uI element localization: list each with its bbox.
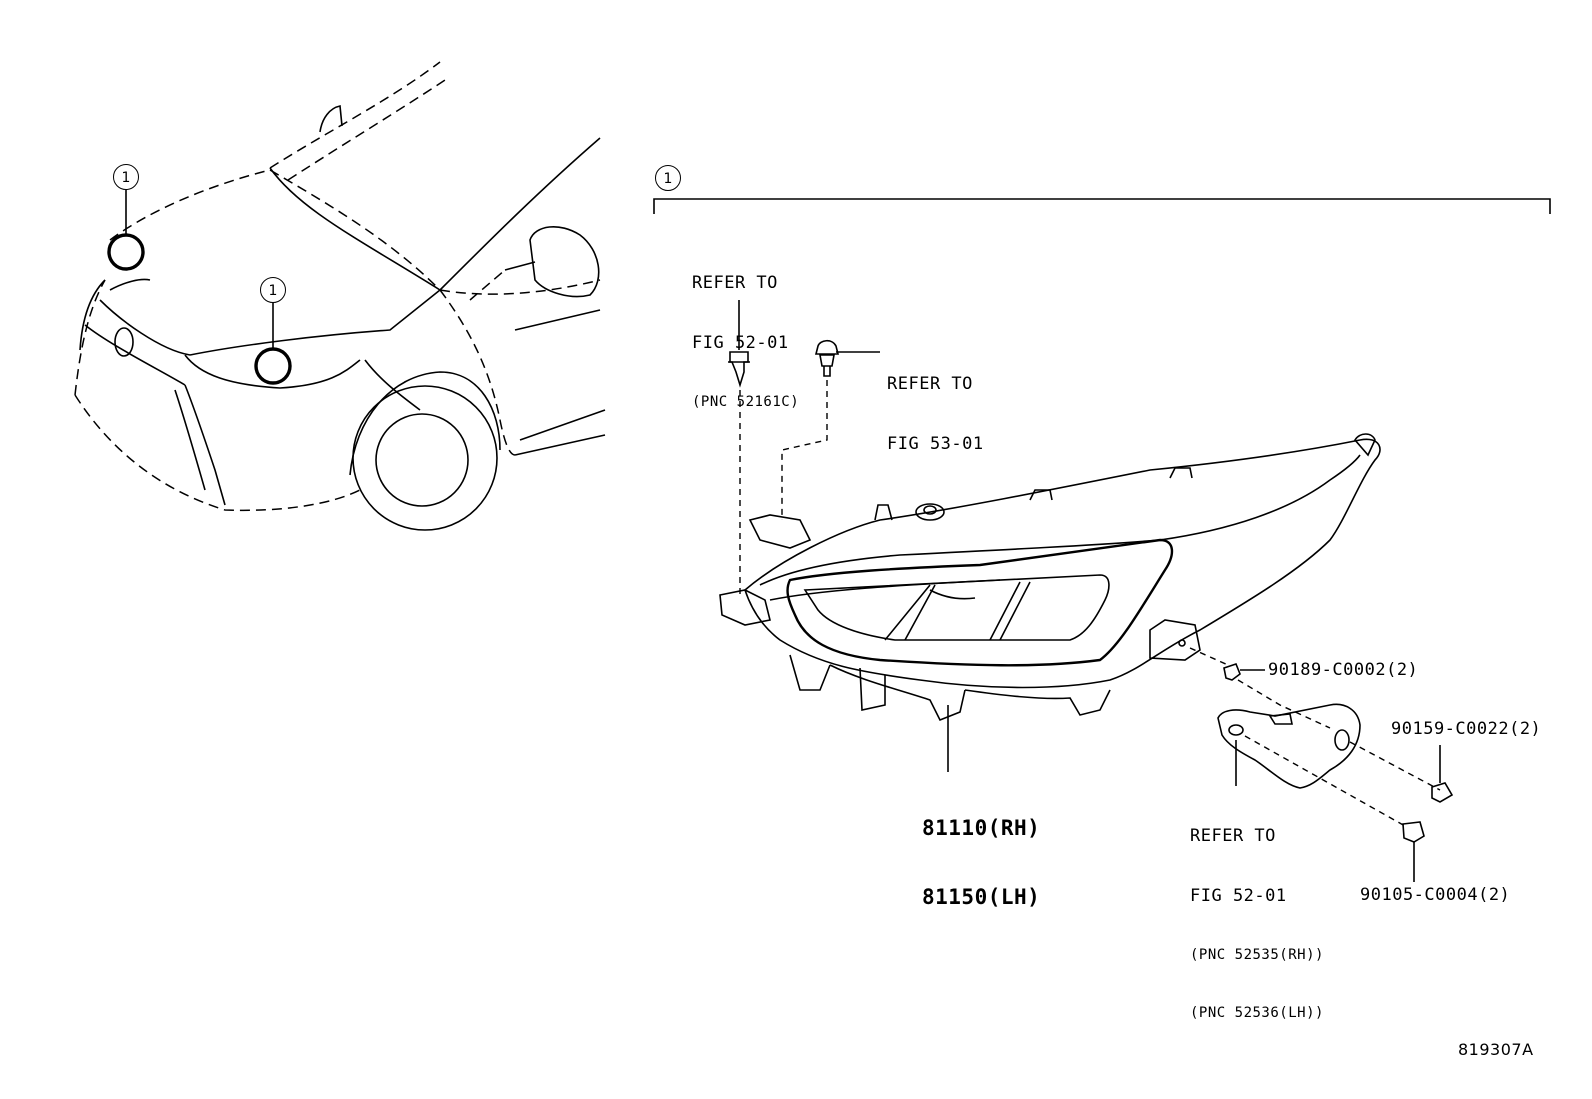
refer-label-fig52-bracket: REFER TO FIG 52-01 (PNC 52535(RH)) (PNC … (1190, 826, 1324, 1021)
part-number-90159: 90159-C0022(2) (1391, 719, 1542, 739)
diagram-id: 819307A (1458, 1040, 1534, 1059)
callout-marker: 1 (113, 164, 139, 190)
part-number-headlamp: 81110(RH) 81150(LH) (922, 816, 1041, 909)
part-number-90105: 90105-C0004(2) (1360, 885, 1511, 905)
car-front-illustration (74, 61, 606, 531)
callout-marker: 1 (260, 277, 286, 303)
callout-marker: 1 (655, 165, 681, 191)
refer-label-fig53: REFER TO FIG 53-01 (887, 374, 984, 454)
bracket-and-fasteners (1189, 647, 1454, 882)
refer-label-fig52-top: REFER TO FIG 52-01 (PNC 52161C) (692, 273, 800, 410)
section-bracket (653, 198, 1551, 214)
part-number-90189: 90189-C0002(2) (1268, 660, 1419, 680)
headlamp-assembly-drawing (719, 300, 1381, 772)
